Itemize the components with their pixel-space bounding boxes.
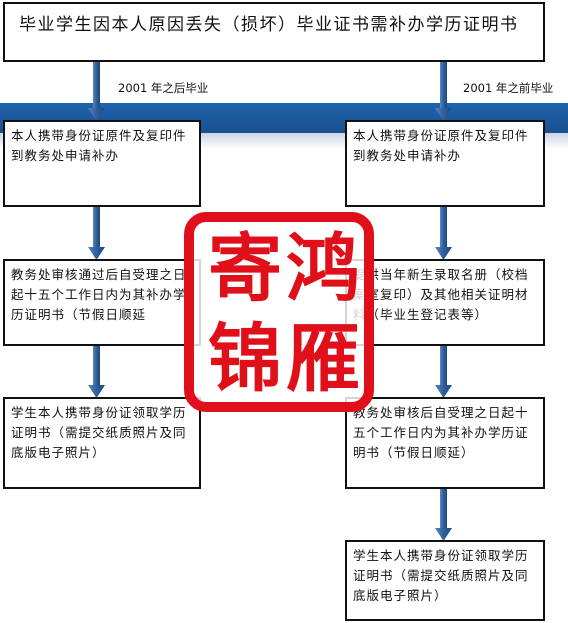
flow-title: 毕业学生因本人原因丢失（损坏）毕业证书需补办学历证明书 [3, 2, 545, 62]
arrow-down-icon [435, 62, 452, 121]
seal-char: 雁 [286, 316, 360, 402]
left-step-1: 本人携带身份证原件及复印件到教务处申请补办 [3, 120, 201, 207]
seal-stamp: 寄 鸿 锦 雁 [184, 212, 374, 412]
right-step-4: 学生本人携带身份证领取学历证明书（需提交纸质照片及同底版电子照片） [345, 540, 545, 621]
arrow-down-icon [88, 62, 105, 121]
seal-char: 寄 [208, 226, 282, 312]
right-step-3: 教务处审核后自受理之日起十五个工作日内为其补办学历证明书（节假日顺延） [345, 397, 545, 489]
left-step-3: 学生本人携带身份证领取学历证明书（需提交纸质照片及同底版电子照片） [3, 397, 201, 489]
arrow-down-icon [435, 488, 452, 541]
branch-label-after-2001: 2001 年之后毕业 [118, 81, 209, 95]
arrow-down-icon [88, 345, 105, 398]
right-step-2: 提供当年新生录取名册（校档案室复印）及其他相关证明材料（毕业生登记表等） [345, 259, 545, 346]
seal-char: 鸿 [286, 226, 360, 312]
arrow-down-icon [435, 207, 452, 260]
right-step-1: 本人携带身份证原件及复印件到教务处申请补办 [345, 120, 545, 207]
seal-char: 锦 [208, 316, 282, 402]
arrow-down-icon [88, 207, 105, 260]
left-step-2: 教务处审核通过后自受理之日起十五个工作日内为其补办学历证明书（节假日顺延 [3, 259, 201, 346]
branch-label-before-2001: 2001 年之前毕业 [463, 81, 554, 95]
arrow-down-icon [435, 345, 452, 398]
